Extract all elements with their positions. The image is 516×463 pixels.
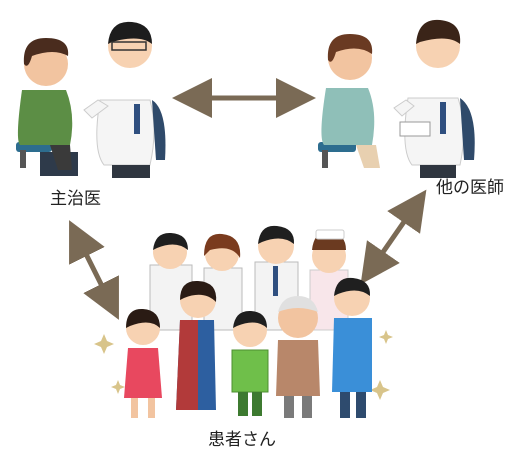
primary-doctor-label: 主治医: [50, 189, 101, 209]
other-doctor-label: 他の医師: [436, 178, 504, 198]
patients-group-illustration: [94, 225, 393, 418]
connection-arrows: [69, 78, 427, 320]
patients-label: 患者さん: [208, 430, 276, 450]
arrow-primary-to-patients: [69, 220, 119, 320]
arrow-other-to-patients: [360, 189, 427, 285]
second-opinion-illustration: [318, 19, 475, 178]
primary-consultation-illustration: [16, 21, 166, 178]
